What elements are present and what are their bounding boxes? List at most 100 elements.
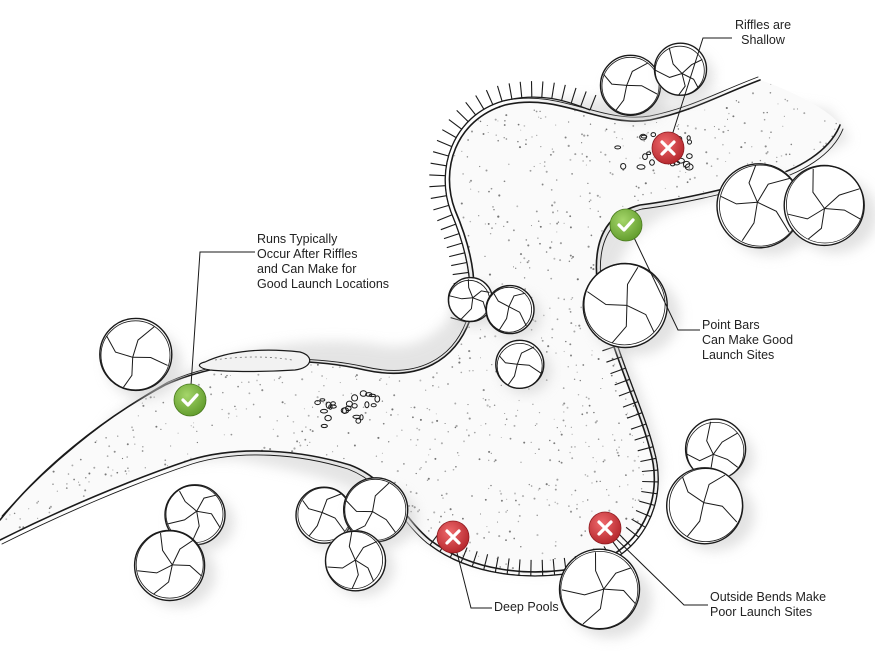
stipple-dot — [525, 139, 527, 141]
stipple-dot — [664, 187, 666, 189]
tree-outline — [560, 551, 639, 629]
stipple-dot — [326, 378, 328, 380]
stipple-dot — [549, 246, 552, 249]
stipple-dot — [586, 499, 589, 501]
stipple-dot — [578, 324, 581, 327]
stipple-dot — [394, 481, 396, 484]
stipple-dot — [618, 446, 620, 448]
stipple-dot — [538, 116, 540, 118]
stipple-dot — [615, 501, 618, 504]
stipple-dot — [588, 404, 591, 407]
stipple-dot — [497, 120, 499, 122]
tree-branch — [626, 62, 649, 86]
bank-rung — [465, 101, 477, 116]
stipple-dot — [141, 450, 144, 452]
stipple-dot — [585, 164, 587, 166]
stipple-dot — [434, 457, 437, 460]
stipple-dot — [751, 92, 755, 95]
stipple-dot — [625, 517, 628, 520]
stipple-dot — [377, 436, 380, 439]
stipple-dot — [563, 411, 565, 413]
stipple-dot — [455, 424, 458, 428]
stipple-dot — [514, 492, 516, 495]
rock — [374, 395, 381, 403]
stipple-dot — [788, 153, 791, 156]
stipple-dot — [388, 441, 390, 443]
stipple-dot — [325, 453, 328, 456]
stipple-dot — [381, 452, 383, 454]
stipple-dot — [440, 515, 442, 518]
stipple-dot — [545, 351, 548, 353]
stipple-dot — [396, 470, 399, 473]
tree-branch — [507, 364, 518, 385]
tree-branch — [824, 208, 861, 220]
bank-rung — [641, 490, 658, 495]
stipple-dot — [582, 364, 585, 366]
stipple-dot — [629, 433, 632, 436]
stipple-dot — [403, 463, 405, 465]
stipple-dot — [637, 499, 640, 502]
rock — [684, 163, 694, 171]
stipple-dot — [591, 482, 593, 484]
stipple-dot — [263, 446, 266, 449]
stipple-dot — [467, 434, 470, 437]
stipple-dot — [704, 109, 706, 111]
tree-branch — [712, 432, 739, 455]
stipple-dot — [462, 216, 465, 219]
stipple-dot — [479, 120, 482, 123]
stipple-dot — [586, 134, 589, 137]
stipple-dot — [84, 489, 87, 492]
tree-branch — [493, 293, 510, 308]
stipple-dot — [656, 121, 658, 124]
tree-branch — [508, 306, 527, 327]
stipple-dot — [751, 161, 753, 164]
stipple-dot — [571, 296, 574, 299]
stipple-dot — [506, 509, 508, 512]
tree-outline — [668, 468, 743, 543]
stipple-dot — [278, 377, 280, 380]
stipple-dot — [458, 361, 461, 364]
stipple-dot — [583, 115, 585, 117]
stipple-dot — [224, 376, 227, 379]
stipple-dot — [547, 345, 550, 348]
tree-canopy — [165, 485, 225, 545]
stipple-dot — [500, 499, 503, 502]
check-icon — [181, 393, 199, 407]
stipple-dot — [121, 457, 124, 460]
stipple-dot — [226, 374, 228, 377]
stipple-dot — [591, 354, 593, 356]
rock — [364, 401, 370, 409]
stipple-dot — [110, 474, 113, 477]
stipple-dot — [396, 435, 398, 437]
tree-outline — [486, 286, 533, 333]
bank-rung — [614, 378, 630, 386]
stipple-dot — [444, 511, 446, 513]
stipple-dot — [126, 443, 129, 446]
leader-outside-bends — [604, 527, 708, 606]
stipple-dot — [556, 478, 559, 481]
tree-outline — [496, 342, 543, 389]
stipple-dot — [500, 384, 503, 387]
stipple-dot — [137, 415, 139, 417]
stipple-dot — [506, 498, 508, 500]
stipple-dot — [834, 128, 836, 130]
stipple-dot — [488, 531, 490, 533]
stipple-dot — [500, 436, 502, 439]
stipple-dot — [599, 215, 602, 218]
stipple-dot — [542, 314, 545, 317]
rock — [646, 151, 652, 155]
stipple-dot — [229, 374, 232, 377]
stipple-dot — [635, 185, 638, 188]
stipple-dot — [353, 444, 356, 447]
stipple-dot — [503, 124, 506, 126]
stipple-dot — [430, 527, 433, 529]
bank-rung — [446, 242, 463, 249]
stipple-dot — [625, 413, 628, 416]
stipple-dot — [638, 466, 640, 469]
tree-branch — [132, 326, 155, 358]
stipple-dot — [728, 152, 731, 154]
stipple-dot — [316, 400, 319, 402]
stipple-dot — [632, 469, 635, 472]
tree — [324, 530, 394, 596]
stipple-dot — [145, 397, 147, 400]
